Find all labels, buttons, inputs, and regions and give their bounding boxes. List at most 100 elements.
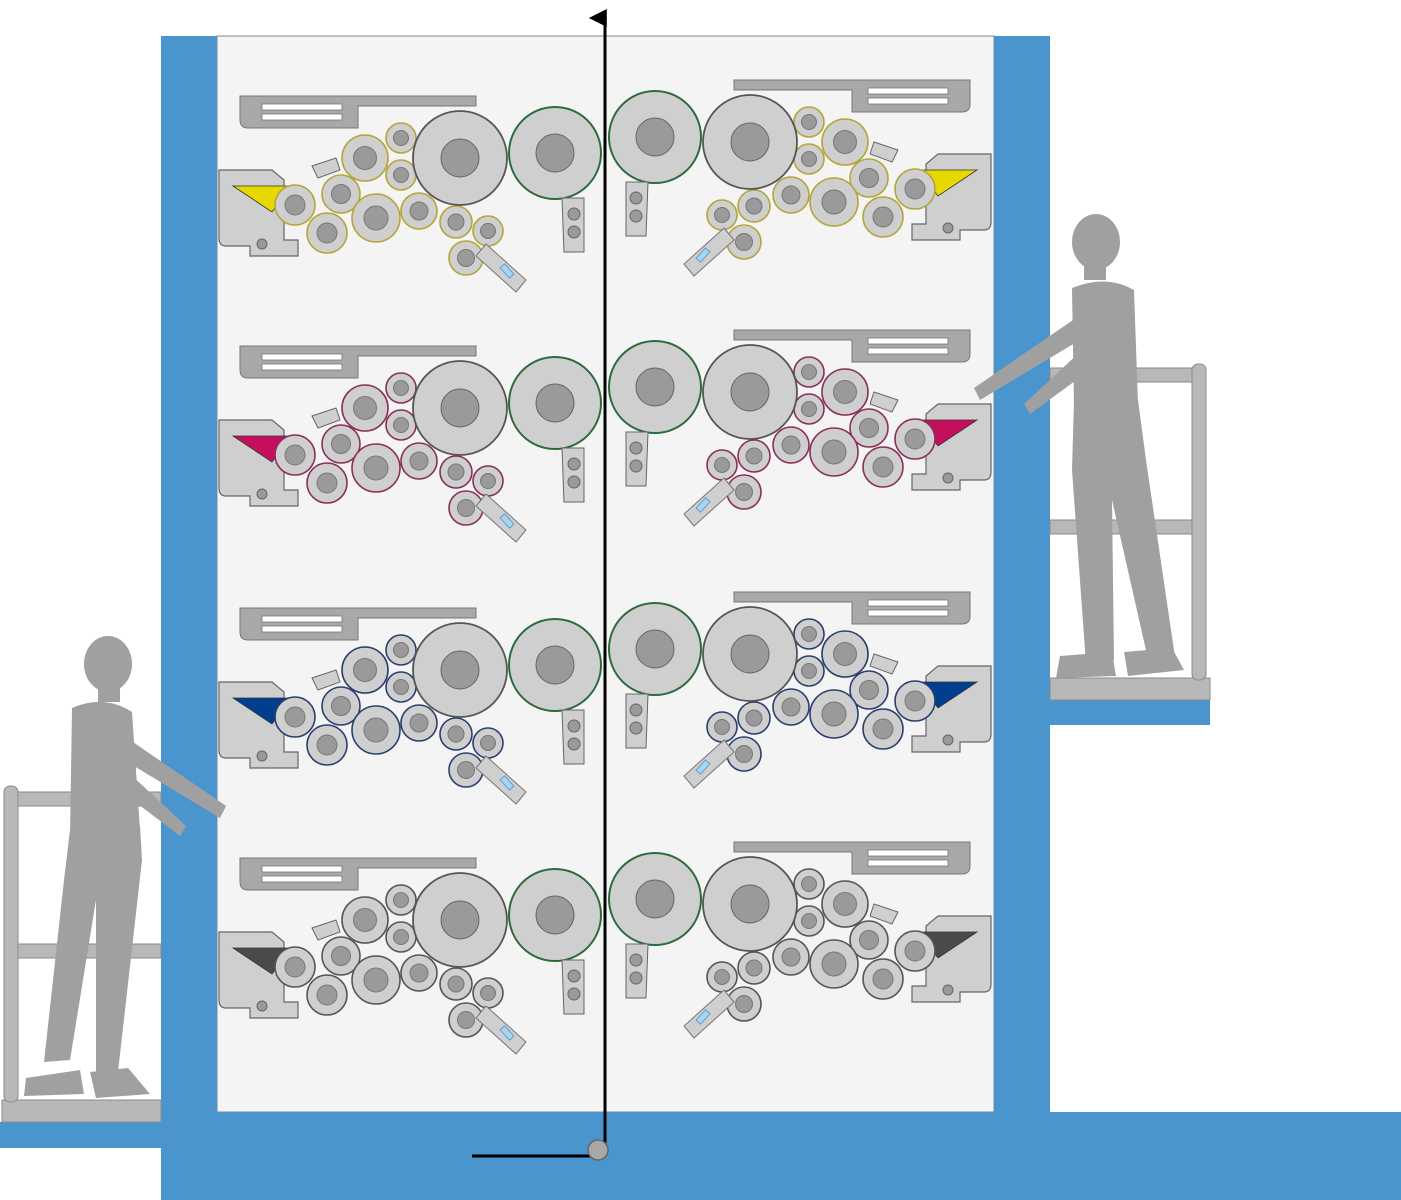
ink-roller: [351, 193, 401, 243]
ink-roller: [726, 736, 762, 772]
right-platform-floor: [1050, 699, 1210, 725]
ink-roller: [385, 671, 417, 703]
ink-roller: [772, 688, 810, 726]
ink-roller: [862, 708, 904, 750]
ink-roller: [472, 727, 504, 759]
ink-roller: [849, 670, 889, 710]
ink-roller: [274, 696, 316, 738]
ink-roller: [439, 967, 473, 1001]
ink-roller: [809, 689, 859, 739]
ink-roller: [439, 205, 473, 239]
ink-roller: [894, 930, 936, 972]
ink-roller: [821, 368, 869, 416]
cylinder-bracket: [561, 197, 585, 253]
ink-roller: [793, 905, 825, 937]
printing-unit-row-black: [218, 841, 992, 1055]
ink-roller: [809, 177, 859, 227]
ink-roller: [472, 465, 504, 497]
ink-roller: [306, 974, 348, 1016]
ink-roller: [821, 630, 869, 678]
ink-roller: [821, 118, 869, 166]
ink-roller: [772, 938, 810, 976]
ink-roller: [772, 176, 810, 214]
press-base: [161, 1112, 1401, 1200]
ink-roller: [809, 939, 859, 989]
ink-roller: [737, 189, 771, 223]
ink-roller: [400, 954, 438, 992]
ink-roller: [306, 462, 348, 504]
ink-roller: [849, 158, 889, 198]
cylinder-bracket: [561, 447, 585, 503]
ink-roller: [793, 393, 825, 425]
printing-unit-row-yellow: [218, 79, 992, 293]
left-cyan-printing-unit: [218, 607, 602, 805]
left-black-printing-unit: [218, 857, 602, 1055]
ink-roller: [321, 686, 361, 726]
ink-roller: [448, 1002, 484, 1038]
ink-roller: [737, 439, 771, 473]
ink-roller: [341, 384, 389, 432]
ink-roller: [472, 215, 504, 247]
ink-roller: [351, 705, 401, 755]
ink-roller: [274, 946, 316, 988]
ink-roller: [341, 134, 389, 182]
ink-roller: [809, 427, 859, 477]
ink-roller: [439, 455, 473, 489]
ink-roller: [385, 921, 417, 953]
left-frame-wall: [161, 36, 217, 1200]
cylinder-bracket: [625, 181, 649, 237]
ink-roller: [400, 192, 438, 230]
ink-roller: [793, 106, 825, 138]
printing-units: [218, 79, 992, 1055]
ink-roller: [321, 424, 361, 464]
ink-roller: [849, 920, 889, 960]
ink-roller: [321, 936, 361, 976]
cylinder-bracket: [561, 709, 585, 765]
ink-roller: [351, 443, 401, 493]
cylinder-bracket: [625, 943, 649, 999]
left-magenta-printing-unit: [218, 345, 602, 543]
ink-roller: [385, 122, 417, 154]
left-platform-floor: [0, 1122, 161, 1148]
ink-roller: [306, 212, 348, 254]
printing-unit-row-cyan: [218, 591, 992, 805]
left-yellow-printing-unit: [218, 95, 602, 293]
ink-roller: [706, 199, 738, 231]
ink-roller: [726, 474, 762, 510]
cylinder-bracket: [625, 431, 649, 487]
ink-roller: [321, 174, 361, 214]
ink-roller: [472, 977, 504, 1009]
ink-roller: [894, 680, 936, 722]
ink-roller: [385, 634, 417, 666]
right-cyan-printing-unit: [608, 591, 992, 789]
ink-roller: [274, 184, 316, 226]
right-yellow-printing-unit: [608, 79, 992, 277]
ink-roller: [448, 240, 484, 276]
ink-roller: [400, 704, 438, 742]
ink-roller: [385, 409, 417, 441]
ink-roller: [706, 449, 738, 481]
ink-roller: [772, 426, 810, 464]
ink-roller: [385, 884, 417, 916]
ink-roller: [385, 372, 417, 404]
cylinder-bracket: [625, 693, 649, 749]
ink-roller: [737, 701, 771, 735]
ink-roller: [706, 711, 738, 743]
printing-unit-row-magenta: [218, 329, 992, 543]
right-frame-wall: [994, 36, 1050, 1112]
web-turn-roller: [587, 1139, 609, 1161]
ink-roller: [385, 159, 417, 191]
cylinder-bracket: [561, 959, 585, 1015]
ink-roller: [737, 951, 771, 985]
ink-roller: [862, 196, 904, 238]
ink-roller: [706, 961, 738, 993]
ink-roller: [341, 646, 389, 694]
right-black-printing-unit: [608, 841, 992, 1039]
ink-roller: [821, 880, 869, 928]
ink-roller: [793, 618, 825, 650]
ink-roller: [306, 724, 348, 766]
ink-roller: [894, 168, 936, 210]
right-magenta-printing-unit: [608, 329, 992, 527]
ink-roller: [793, 356, 825, 388]
